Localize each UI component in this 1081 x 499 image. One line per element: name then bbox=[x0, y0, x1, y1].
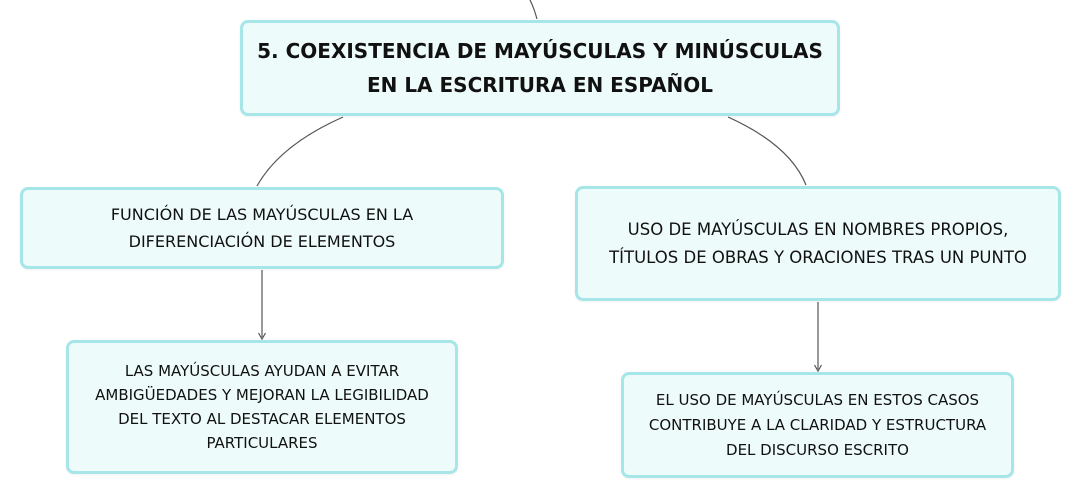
detail-node-left[interactable]: LAS MAYÚSCULAS AYUDAN A EVITAR AMBIGÜEDA… bbox=[66, 340, 458, 474]
subtopic-left-text: FUNCIÓN DE LAS MAYÚSCULAS EN LA DIFERENC… bbox=[111, 201, 413, 255]
detail-node-right[interactable]: EL USO DE MAYÚSCULAS EN ESTOS CASOS CONT… bbox=[621, 372, 1014, 478]
detail-right-line-1: EL USO DE MAYÚSCULAS EN ESTOS CASOS bbox=[655, 390, 980, 409]
subtopic-left-line-1: FUNCIÓN DE LAS MAYÚSCULAS EN LA bbox=[110, 205, 414, 224]
subtopic-node-right[interactable]: USO DE MAYÚSCULAS EN NOMBRES PROPIOS, TÍ… bbox=[575, 186, 1061, 301]
subtopic-left-line-2: DIFERENCIACIÓN DE ELEMENTOS bbox=[128, 232, 396, 251]
root-topic-line-2: EN LA ESCRITURA EN ESPAÑOL bbox=[366, 73, 714, 97]
arrowhead-right-child bbox=[813, 364, 823, 373]
arrowhead-left-child bbox=[257, 332, 267, 341]
root-topic-line-1: 5. COEXISTENCIA DE MAYÚSCULAS Y MINÚSCUL… bbox=[257, 39, 823, 63]
subtopic-right-line-1: USO DE MAYÚSCULAS EN NOMBRES PROPIOS, bbox=[627, 219, 1009, 239]
detail-left-text: LAS MAYÚSCULAS AYUDAN A EVITAR AMBIGÜEDA… bbox=[95, 359, 429, 455]
detail-left-line-2: AMBIGÜEDADES Y MEJORAN LA LEGIBILIDAD bbox=[95, 386, 429, 404]
detail-left-line-1: LAS MAYÚSCULAS AYUDAN A EVITAR bbox=[124, 362, 400, 380]
root-topic-text: 5. COEXISTENCIA DE MAYÚSCULAS Y MINÚSCUL… bbox=[257, 34, 823, 102]
connector-root-to-right bbox=[727, 116, 807, 186]
detail-left-line-4: PARTICULARES bbox=[206, 434, 318, 452]
detail-right-line-3: DEL DISCURSO ESCRITO bbox=[726, 440, 909, 459]
connector-root-to-left bbox=[256, 116, 344, 187]
detail-left-line-3: DEL TEXTO AL DESTACAR ELEMENTOS bbox=[118, 410, 406, 428]
subtopic-right-line-2: TÍTULOS DE OBRAS Y ORACIONES TRAS UN PUN… bbox=[609, 247, 1027, 267]
connector-parent-to-root bbox=[529, 0, 538, 20]
detail-right-text: EL USO DE MAYÚSCULAS EN ESTOS CASOS CONT… bbox=[649, 388, 986, 463]
subtopic-right-text: USO DE MAYÚSCULAS EN NOMBRES PROPIOS, TÍ… bbox=[609, 216, 1027, 272]
subtopic-node-left[interactable]: FUNCIÓN DE LAS MAYÚSCULAS EN LA DIFERENC… bbox=[20, 187, 504, 269]
root-topic-node[interactable]: 5. COEXISTENCIA DE MAYÚSCULAS Y MINÚSCUL… bbox=[240, 20, 840, 116]
detail-right-line-2: CONTRIBUYE A LA CLARIDAD Y ESTRUCTURA bbox=[648, 415, 987, 434]
